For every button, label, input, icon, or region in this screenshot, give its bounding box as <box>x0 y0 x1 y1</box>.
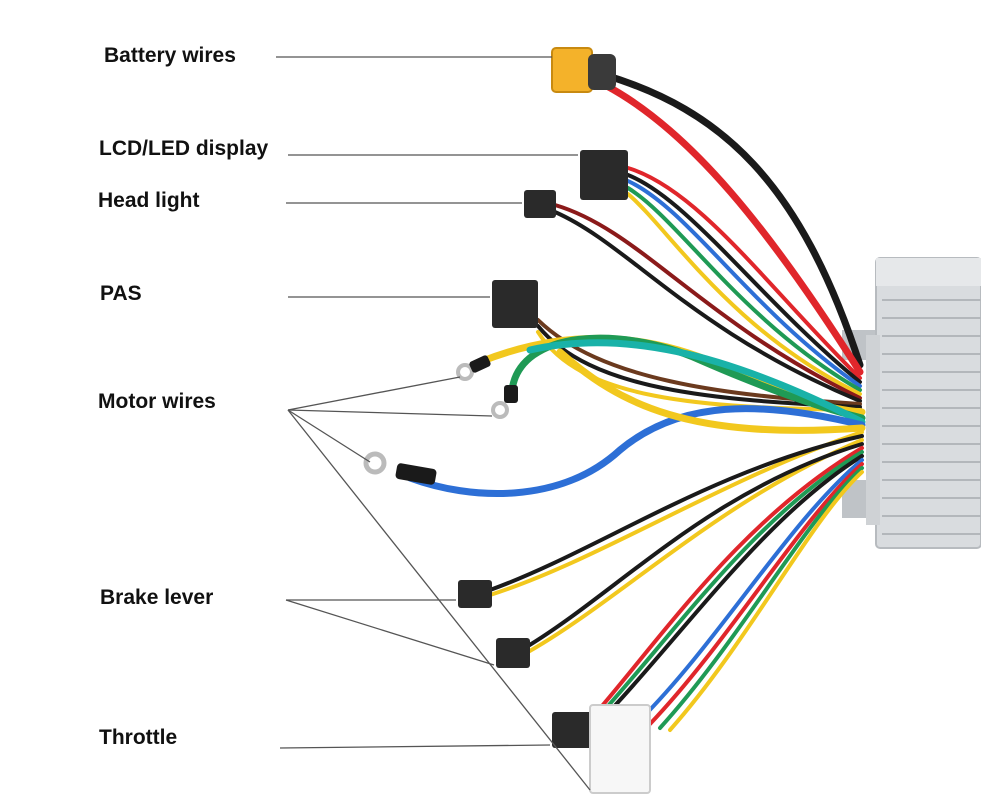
battery-wire-black <box>601 71 864 369</box>
label-display: LCD/LED display <box>99 137 269 160</box>
brake-connector-icon <box>496 638 530 668</box>
leader-lines <box>276 56 591 791</box>
label-battery-wires: Battery wires <box>104 44 236 67</box>
pas-connector-icon <box>492 280 538 328</box>
label-motor-wires: Motor wires <box>98 390 216 413</box>
battery-connector-icon <box>551 47 616 93</box>
battery-wire-red <box>601 81 864 376</box>
throttle-plug-icon <box>589 704 651 794</box>
label-pas: PAS <box>100 282 142 305</box>
motor-terminal-icon <box>456 355 491 381</box>
label-brake-lever: Brake lever <box>100 586 214 609</box>
headlight-connector-icon <box>524 190 556 218</box>
brake-connector-icon <box>458 580 492 608</box>
controller-box <box>842 257 981 549</box>
label-head-light: Head light <box>98 189 200 212</box>
throttle-connector-icon <box>552 712 592 748</box>
label-throttle: Throttle <box>99 726 178 749</box>
motor-terminal-icon <box>363 451 437 485</box>
wire-bundle <box>406 71 866 734</box>
motor-wire-blue <box>406 405 866 498</box>
connectors <box>363 47 651 794</box>
display-connector-icon <box>580 150 628 200</box>
motor-terminal-icon <box>491 385 518 419</box>
